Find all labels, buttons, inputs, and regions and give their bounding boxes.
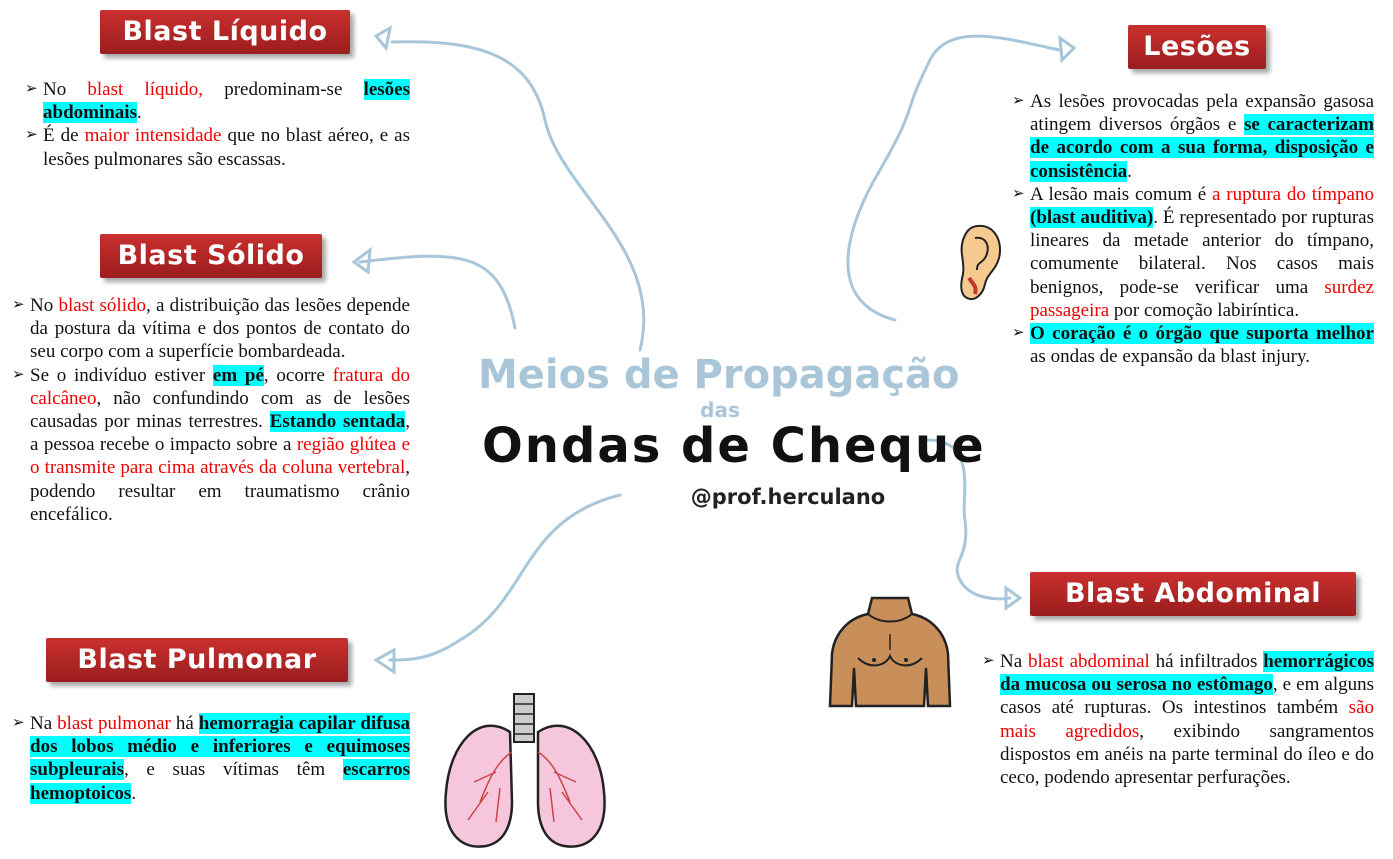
highlighted-text: Estando sentada xyxy=(269,411,406,433)
bullet-arrow-icon: ➢ xyxy=(1012,185,1025,202)
connector-solido xyxy=(358,254,517,330)
body-text: É de xyxy=(43,125,85,147)
body-text: predominam-se xyxy=(203,79,364,100)
emphasis-text: blast líquido, xyxy=(87,79,204,100)
center-title: Meios de Propagação xyxy=(478,352,960,398)
label-lesoes: Lesões xyxy=(1128,25,1266,69)
connector-lesoes xyxy=(846,34,1062,322)
arrowhead-lesoes xyxy=(1058,34,1077,64)
emphasis-text: região glútea e o transmite para cima at… xyxy=(30,434,410,479)
lungs-icon xyxy=(444,693,606,848)
highlighted-text: O coração é o órgão que suporta melhor xyxy=(1030,323,1374,345)
label-blast-liquido: Blast Líquido xyxy=(100,10,350,54)
highlighted-text: em pé xyxy=(212,364,264,386)
block-pulmonar: ➢Na blast pulmonar há hemorragia capilar… xyxy=(12,712,411,805)
bullet-arrow-icon: ➢ xyxy=(1012,93,1025,109)
body-text: , e em alguns casos até rupturas. Os int… xyxy=(1000,674,1374,719)
body-text: Na xyxy=(30,713,58,734)
arrowhead-abdominal xyxy=(1004,585,1023,611)
emphasis-text: blast pulmonar xyxy=(57,713,171,734)
body-text: . xyxy=(136,102,142,124)
body-text: , a distribuição das lesões depende da p… xyxy=(30,295,410,363)
body-text: A lesão mais comum é xyxy=(1030,183,1213,205)
body-text: , e suas vítimas têm xyxy=(123,759,343,781)
highlighted-text: (blast auditiva) xyxy=(1030,207,1154,229)
arrowhead-solido xyxy=(351,246,372,275)
emphasis-text: blast abdominal xyxy=(1027,651,1150,672)
center-subtitle-das: das xyxy=(700,398,740,422)
body-text: , a pessoa recebe o impacto sobre a xyxy=(30,411,411,456)
body-text: há infiltrados xyxy=(1149,651,1264,672)
bullet-arrow-icon: ➢ xyxy=(982,653,995,669)
block-lesoes: ➢ As lesões provocadas pela expansão gaso… xyxy=(1012,90,1374,368)
block-solido: ➢ No blast sólido, a distribuição das les… xyxy=(12,294,410,526)
body-text: No xyxy=(30,295,59,316)
bullet-item: ➢Na blast pulmonar há hemorragia capilar… xyxy=(12,712,411,805)
body-text: . xyxy=(1127,160,1132,182)
bullet-item: ➢O coração é o órgão que suporta melhor … xyxy=(1012,322,1374,368)
torso-icon xyxy=(828,596,952,708)
block-abdominal: ➢Na blast abdominal há infiltrados hemor… xyxy=(982,650,1374,789)
bullet-item: ➢ Se o indivíduo estiver em pé, ocorre fr… xyxy=(12,364,410,526)
body-text: por comoção labiríntica. xyxy=(1109,299,1300,321)
bullet-arrow-icon: ➢ xyxy=(25,127,38,144)
bullet-arrow-icon: ➢ xyxy=(1012,325,1025,342)
body-text: , exibindo sangramentos dispostos em ané… xyxy=(1000,720,1374,789)
arrowhead-liquido xyxy=(373,25,393,52)
emphasis-text: são mais agredidos xyxy=(1000,697,1374,742)
body-text: . xyxy=(131,782,137,804)
bullet-arrow-icon: ➢ xyxy=(25,81,38,97)
emphasis-text: a ruptura do tímpano xyxy=(1212,183,1374,205)
bullet-arrow-icon: ➢ xyxy=(12,297,25,313)
ear-icon xyxy=(960,224,1001,300)
arrowhead-pulmonar xyxy=(373,647,396,675)
label-blast-pulmonar: Blast Pulmonar xyxy=(46,638,348,682)
connector-liquido xyxy=(390,40,646,352)
bullet-arrow-icon: ➢ xyxy=(12,715,25,731)
body-text: No xyxy=(43,79,88,100)
bullet-item: ➢ No blast sólido, a distribuição das les… xyxy=(12,294,410,364)
body-text: , podendo resultar em traumatismo crânio… xyxy=(30,457,410,525)
bullet-item: ➢Na blast abdominal há infiltrados hemor… xyxy=(982,650,1374,789)
center-main-title: Ondas de Cheque xyxy=(482,418,986,474)
author-handle: @prof.herculano xyxy=(690,485,886,509)
emphasis-text: blast sólido xyxy=(58,295,146,316)
bullet-arrow-icon: ➢ xyxy=(12,366,25,383)
label-blast-solido: Blast Sólido xyxy=(100,234,322,278)
bullet-item: ➢ É de maior intensidade que no blast aér… xyxy=(25,124,410,170)
connector-abdominal xyxy=(926,438,1012,601)
bullet-item: ➢No blast líquido, predominam-se lesões … xyxy=(25,78,410,124)
body-text: , não confundindo com as de lesões causa… xyxy=(30,387,410,433)
body-text: Na xyxy=(1000,651,1028,672)
emphasis-text: surdez passageira xyxy=(1030,276,1374,321)
body-text: há xyxy=(170,713,199,734)
body-text: , ocorre xyxy=(263,364,333,386)
body-text: as ondas de expansão da blast injury. xyxy=(1030,346,1310,368)
bullet-item: ➢ As lesões provocadas pela expansão gaso… xyxy=(1012,90,1374,183)
emphasis-text: maior intensidade xyxy=(84,125,222,147)
emphasis-text: fratura do calcâneo xyxy=(30,364,410,409)
body-text: que no blast aéreo, e as lesões pulmonar… xyxy=(43,125,410,170)
bullet-item: ➢ A lesão mais comum é a ruptura do tímpa… xyxy=(1012,183,1374,322)
body-text: . É representado por rupturas lineares d… xyxy=(1030,207,1374,298)
label-blast-abdominal: Blast Abdominal xyxy=(1030,572,1356,616)
body-text: As lesões provocadas pela expansão gasos… xyxy=(1030,91,1374,136)
body-text: Se o indivíduo estiver xyxy=(30,364,213,386)
connector-pulmonar xyxy=(388,493,622,662)
block-liquido: ➢No blast líquido, predominam-se lesões … xyxy=(25,78,410,171)
